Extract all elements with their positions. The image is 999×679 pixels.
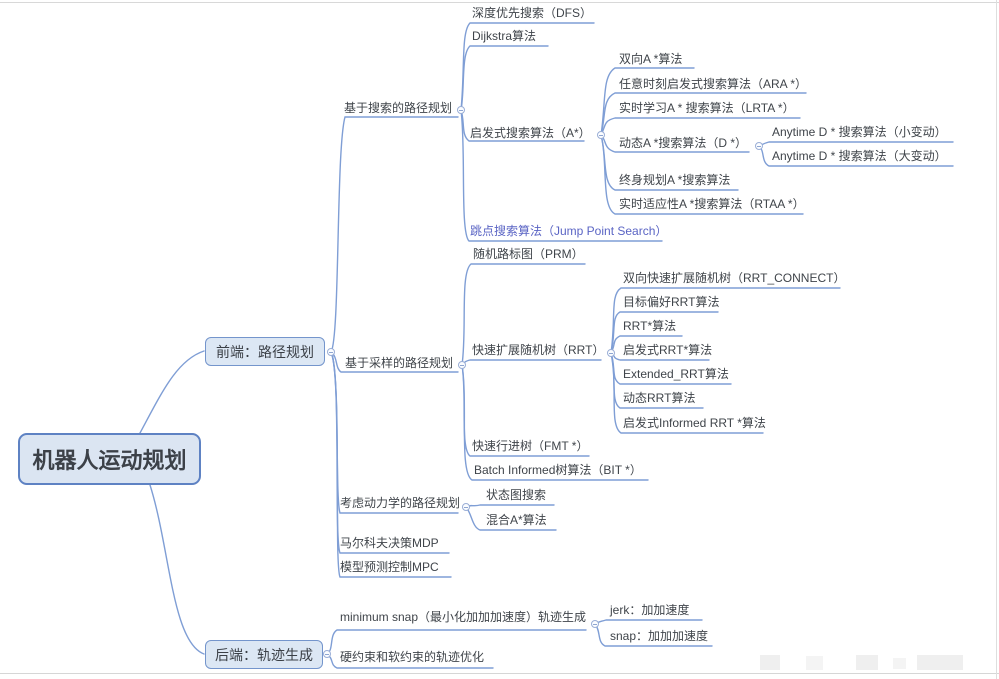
top-edge-divider: [0, 2, 999, 3]
node-lifelong-a-star[interactable]: 终身规划A *搜索算法: [619, 173, 731, 187]
node-goal-biased-rrt[interactable]: 目标偏好RRT算法: [623, 295, 720, 309]
node-bidirectional-a-star[interactable]: 双向A *算法: [619, 52, 683, 66]
collapse-icon[interactable]: [607, 349, 615, 357]
node-heuristic-rrt-star[interactable]: 启发式RRT*算法: [623, 343, 713, 357]
node-lrta-star[interactable]: 实时学习A * 搜索算法（LRTA *）: [619, 101, 795, 115]
node-hard-soft-constraints[interactable]: 硬约束和软约束的轨迹优化: [340, 650, 485, 664]
node-a-star[interactable]: 启发式搜索算法（A*）: [470, 126, 591, 140]
node-minimum-snap[interactable]: minimum snap（最小化加加加速度）轨迹生成: [340, 610, 587, 624]
node-mpc[interactable]: 模型预测控制MPC: [340, 560, 439, 574]
node-mdp[interactable]: 马尔科夫决策MDP: [340, 536, 439, 550]
collapse-icon[interactable]: [591, 620, 599, 628]
node-d-star[interactable]: 动态A *搜索算法（D *）: [619, 136, 748, 150]
node-dfs[interactable]: 深度优先搜索（DFS）: [472, 6, 593, 20]
node-informed-rrt-star[interactable]: 启发式Informed RRT *算法: [623, 416, 766, 430]
node-dynamic-rrt[interactable]: 动态RRT算法: [623, 391, 696, 405]
node-sampling-based[interactable]: 基于采样的路径规划: [345, 356, 454, 370]
collapse-icon[interactable]: [597, 131, 605, 139]
node-rtaa-star[interactable]: 实时适应性A *搜索算法（RTAA *）: [619, 197, 805, 211]
node-jump-point-search[interactable]: 跳点搜索算法（Jump Point Search）: [470, 224, 668, 238]
node-dijkstra[interactable]: Dijkstra算法: [472, 29, 537, 43]
node-anytime-d-star-small[interactable]: Anytime D * 搜索算法（小变动）: [772, 125, 947, 139]
node-rrt-connect[interactable]: 双向快速扩展随机树（RRT_CONNECT）: [623, 271, 846, 285]
node-ara-star[interactable]: 任意时刻启发式搜索算法（ARA *）: [619, 77, 808, 91]
node-search-based[interactable]: 基于搜索的路径规划: [344, 101, 453, 115]
node-back-end[interactable]: 后端：轨迹生成: [205, 640, 323, 669]
collapse-icon[interactable]: [323, 650, 331, 658]
node-anytime-d-star-large[interactable]: Anytime D * 搜索算法（大变动）: [772, 149, 947, 163]
node-bit[interactable]: Batch Informed树算法（BIT *）: [474, 463, 642, 477]
collapse-icon[interactable]: [458, 361, 466, 369]
bottom-edge-divider: [0, 673, 999, 674]
watermark-block: [917, 655, 963, 670]
collapse-icon[interactable]: [755, 142, 763, 150]
watermark-block: [893, 658, 906, 669]
node-kinodynamic[interactable]: 考虑动力学的路径规划: [340, 496, 461, 510]
node-rrt-star[interactable]: RRT*算法: [623, 319, 677, 333]
collapse-icon[interactable]: [457, 106, 465, 114]
node-extended-rrt[interactable]: Extended_RRT算法: [623, 367, 729, 381]
node-snap[interactable]: snap：加加加速度: [610, 629, 709, 643]
watermark-block: [760, 655, 780, 670]
root-node[interactable]: 机器人运动规划: [18, 433, 201, 485]
watermark-block: [806, 656, 823, 670]
collapse-icon[interactable]: [462, 503, 470, 511]
watermark-block: [856, 655, 878, 670]
node-rrt[interactable]: 快速扩展随机树（RRT）: [472, 343, 605, 357]
collapse-icon[interactable]: [327, 348, 335, 356]
right-edge-divider: [996, 0, 997, 679]
node-state-lattice-search[interactable]: 状态图搜索: [486, 488, 547, 502]
node-fmt[interactable]: 快速行进树（FMT *）: [472, 439, 589, 453]
node-prm[interactable]: 随机路标图（PRM）: [473, 247, 584, 261]
node-jerk[interactable]: jerk：加加速度: [610, 603, 690, 617]
node-hybrid-a-star[interactable]: 混合A*算法: [486, 513, 547, 527]
node-front-end[interactable]: 前端：路径规划: [205, 337, 325, 366]
